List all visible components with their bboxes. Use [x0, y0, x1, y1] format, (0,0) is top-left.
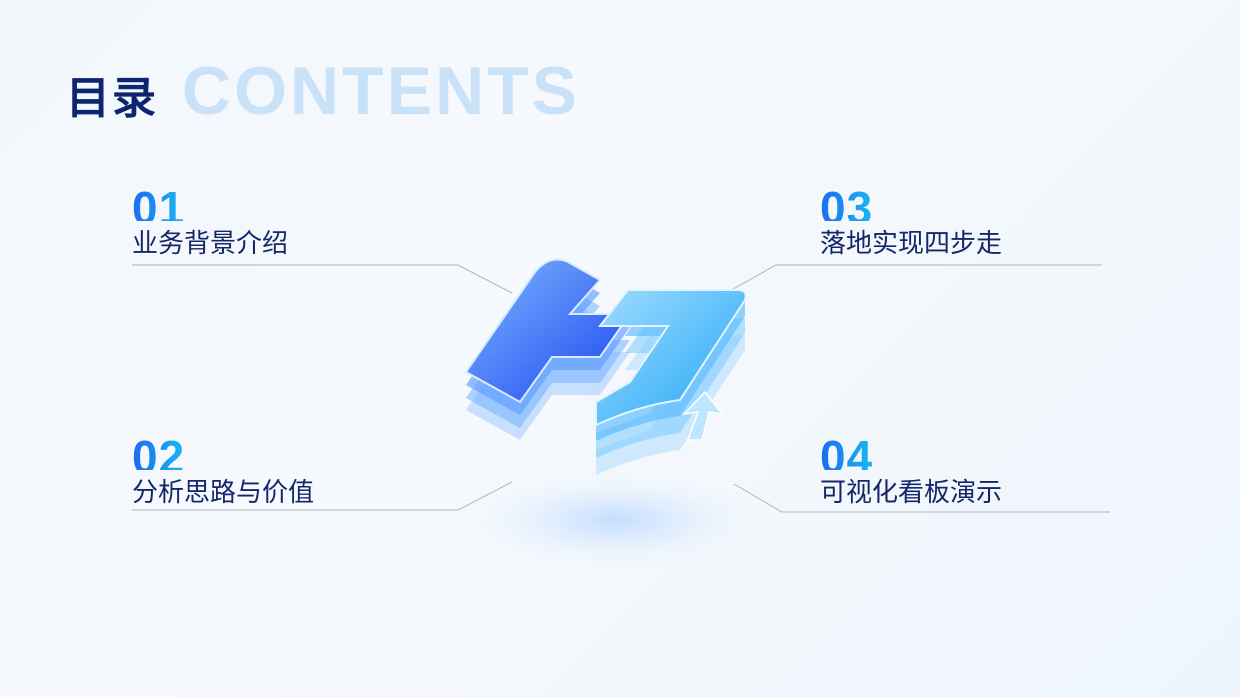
contents-item-04[interactable]: 04 可视化看板演示 [820, 434, 1200, 534]
item-number: 03 [820, 185, 874, 221]
item-number: 01 [132, 185, 186, 221]
connector-line-02 [132, 481, 513, 511]
connector-line-03 [725, 264, 1102, 294]
item-number: 04 [820, 434, 874, 470]
item-label: 落地实现四步走 [820, 229, 1003, 259]
item-label: 业务背景介绍 [132, 229, 289, 259]
contents-item-03[interactable]: 03 落地实现四步走 [820, 185, 1200, 285]
page-title-english: CONTENTS [182, 53, 580, 129]
item-label: 可视化看板演示 [820, 478, 1003, 508]
contents-item-01[interactable]: 01 业务背景介绍 [132, 185, 512, 285]
item-number: 02 [132, 434, 186, 470]
connector-line-01 [132, 264, 513, 294]
connector-line-04 [733, 483, 1110, 513]
contents-item-02[interactable]: 02 分析思路与价值 [132, 434, 512, 534]
page-title: 目录 [66, 73, 158, 124]
3d-stacked-glass-logo-icon [464, 258, 755, 565]
item-label: 分析思路与价值 [132, 478, 315, 508]
